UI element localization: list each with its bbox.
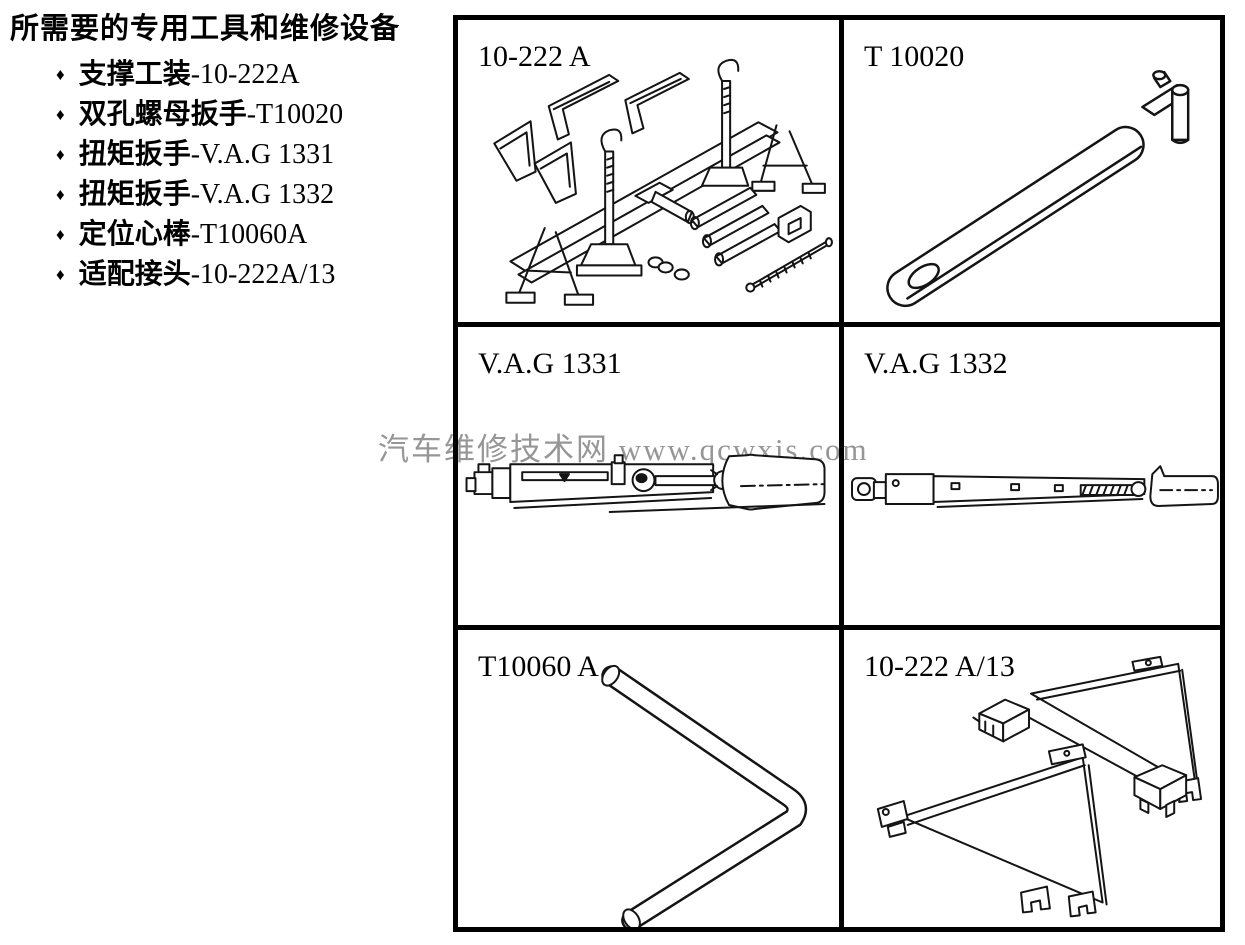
tool-cell-vag1332: V.A.G 1332 — [839, 322, 1220, 625]
tool-name: 适配接头 — [78, 259, 191, 290]
tool-list: ♦支撑工装-10-222A ♦双孔螺母扳手-T10020 ♦扭矩扳手-V.A.G… — [10, 56, 455, 296]
adapter-brackets-illustration — [876, 655, 1203, 918]
tool-cell-vag1331: V.A.G 1331 — [458, 322, 839, 624]
page-title: 所需要的专用工具和维修设备 — [10, 13, 401, 45]
tool-requirements-panel: 所需要的专用工具和维修设备 ♦支撑工装-10-222A ♦双孔螺母扳手-T100… — [10, 12, 455, 296]
list-item: ♦ 扭矩扳手-V.A.G 1332 — [56, 176, 455, 216]
tool-label-t10020: T 10020 — [864, 40, 965, 73]
tool-name: 支撑工装 — [78, 59, 191, 90]
list-item: ♦ 双孔螺母扳手-T10020 — [56, 96, 455, 136]
support-fixture-illustration — [493, 58, 833, 306]
diamond-bullet-icon: ♦ — [56, 185, 65, 204]
tool-code: -T10020 — [246, 99, 344, 130]
tool-label-10-222a: 10-222 A — [478, 40, 591, 73]
tool-cell-10-222a13: 10-222 A/13 — [839, 624, 1220, 927]
tool-cell-t10020: T 10020 — [839, 20, 1220, 323]
tool-code: -V.A.G 1332 — [190, 179, 335, 210]
locating-pin-rod-illustration — [601, 664, 808, 927]
tool-code: -T10060A — [190, 219, 308, 250]
tool-name: 扭矩扳手 — [78, 139, 191, 170]
tool-cell-10-222a: 10-222 A — [458, 20, 839, 322]
tool-cell-t10060a: T10060 A — [458, 624, 839, 927]
tool-label-vag1331: V.A.G 1331 — [478, 347, 622, 381]
tool-code: -10-222A/13 — [190, 259, 336, 290]
tool-name: 扭矩扳手 — [78, 179, 191, 210]
diamond-bullet-icon: ♦ — [56, 225, 65, 244]
diamond-bullet-icon: ♦ — [56, 105, 65, 124]
diamond-bullet-icon: ♦ — [56, 145, 65, 164]
tool-name: 定位心棒 — [78, 219, 191, 250]
two-hole-nut-wrench-illustration — [886, 69, 1190, 308]
list-item: ♦ 扭矩扳手-V.A.G 1331 — [56, 136, 455, 176]
list-item: ♦ 定位心棒-T10060A — [56, 216, 455, 256]
tool-code: -V.A.G 1331 — [190, 139, 335, 170]
tool-label-vag1332: V.A.G 1332 — [864, 347, 1008, 381]
tool-label-10-222a13: 10-222 A/13 — [864, 649, 1015, 683]
diamond-bullet-icon: ♦ — [56, 65, 65, 84]
torque-wrench-1332-illustration — [851, 465, 1219, 509]
torque-wrench-1331-illustration — [465, 454, 826, 514]
tool-label-t10060a: T10060 A — [478, 649, 599, 683]
tool-grid: 10-222 A T 10020 — [453, 15, 1225, 932]
diamond-bullet-icon: ♦ — [56, 265, 65, 284]
tool-name: 双孔螺母扳手 — [78, 99, 247, 130]
list-item: ♦ 支撑工装-10-222A — [56, 56, 455, 96]
tool-code: -10-222A — [190, 59, 300, 90]
list-item: ♦ 适配接头-10-222A/13 — [56, 256, 455, 296]
